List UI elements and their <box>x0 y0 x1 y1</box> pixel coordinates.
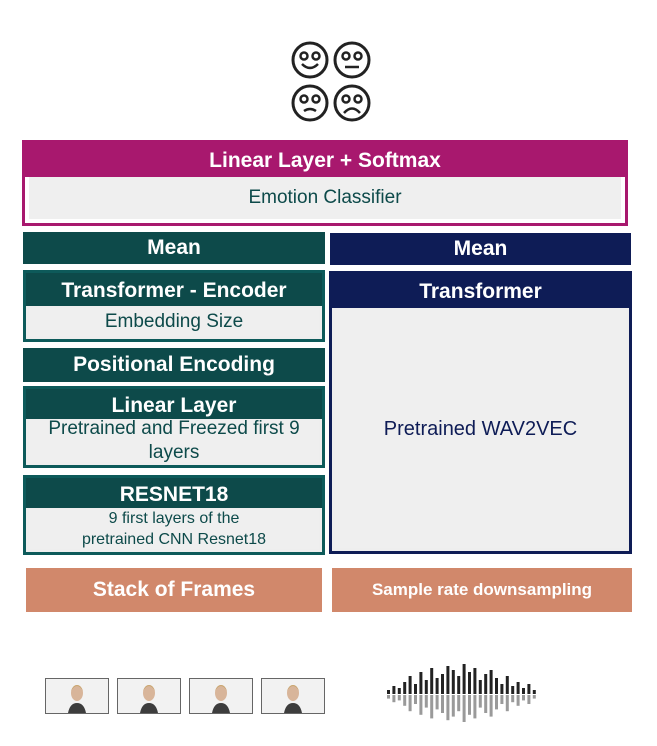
linear-layer-block: Linear Layer Pretrained and Freezed firs… <box>23 386 325 468</box>
classifier-body: Emotion Classifier <box>29 177 621 219</box>
positional-encoding-block: Positional Encoding <box>23 348 325 382</box>
waveform-reflection <box>387 695 390 699</box>
waveform-reflection <box>473 695 477 719</box>
waveform-bar <box>511 686 515 694</box>
audio-waveform-icon <box>387 664 536 722</box>
waveform-reflection <box>441 695 444 713</box>
waveform-reflection <box>408 695 412 712</box>
linear-layer-header: Linear Layer <box>26 389 322 419</box>
waveform-reflection <box>500 695 504 704</box>
audio-mean-block: Mean <box>330 233 631 265</box>
video-transformer-body: Embedding Size <box>29 308 319 336</box>
resnet-body: 9 first layers of the pretrained CNN Res… <box>29 509 319 549</box>
waveform-bar <box>446 666 450 694</box>
neutral-face-icon <box>333 41 371 79</box>
waveform-bar <box>489 670 493 694</box>
video-transformer-block: Transformer - Encoder Embedding Size <box>23 270 325 342</box>
audio-transformer-block: Transformer Pretrained WAV2VEC <box>329 271 632 554</box>
waveform-bar <box>500 684 504 694</box>
video-mean-block: Mean <box>23 232 325 264</box>
waveform-bar <box>457 676 461 694</box>
waveform-bar <box>392 686 396 694</box>
sad-face-icon <box>291 84 329 122</box>
resnet-block: RESNET18 9 first layers of the pretraine… <box>23 475 325 555</box>
waveform-reflection <box>462 695 466 722</box>
audio-transformer-header: Transformer <box>332 274 629 308</box>
waveform-reflection <box>516 695 520 706</box>
waveform-bar <box>387 690 390 694</box>
waveform-reflection <box>489 695 493 717</box>
sample-rate-bar: Sample rate downsampling <box>332 568 632 612</box>
waveform-reflection <box>392 695 396 703</box>
waveform-bar <box>435 678 439 694</box>
stack-of-frames-bar: Stack of Frames <box>26 568 322 612</box>
happy-face-icon <box>291 41 329 79</box>
waveform-bar <box>484 674 488 694</box>
waveform-bar <box>468 672 471 694</box>
waveform-bar <box>522 688 525 694</box>
emotion-classifier-block: Linear Layer + Softmax Emotion Classifie… <box>22 140 628 226</box>
waveform-reflection <box>484 695 488 713</box>
video-frame <box>261 678 325 714</box>
waveform-bar <box>462 664 466 694</box>
waveform-reflection <box>446 695 450 721</box>
waveform-reflection <box>414 695 417 704</box>
waveform-reflection <box>457 695 461 712</box>
waveform-bar <box>403 682 407 694</box>
waveform-bar <box>451 670 455 694</box>
waveform-reflection <box>522 695 525 701</box>
classifier-header: Linear Layer + Softmax <box>25 143 625 177</box>
waveform-reflection <box>397 695 401 701</box>
video-frame <box>117 678 181 714</box>
waveform-bar <box>473 668 477 694</box>
resnet-header: RESNET18 <box>26 478 322 508</box>
waveform-bar <box>532 690 536 694</box>
waveform-bar <box>441 674 444 694</box>
waveform-reflection <box>478 695 482 708</box>
waveform-bar <box>424 680 428 694</box>
video-frame <box>45 678 109 714</box>
waveform-bar <box>419 672 423 694</box>
waveform-bar <box>527 684 531 694</box>
waveform-reflection <box>511 695 515 703</box>
waveform-reflection <box>435 695 439 710</box>
waveform-reflection <box>495 695 498 710</box>
waveform-bar <box>516 682 520 694</box>
waveform-reflection <box>532 695 536 699</box>
waveform-reflection <box>424 695 428 708</box>
waveform-reflection <box>505 695 509 712</box>
waveform-bar <box>414 684 417 694</box>
waveform-bar <box>478 680 482 694</box>
audio-transformer-body: Pretrained WAV2VEC <box>335 310 626 548</box>
waveform-reflection <box>468 695 471 715</box>
waveform-reflection <box>403 695 407 706</box>
linear-layer-body: Pretrained and Freezed first 9 layers <box>29 418 319 463</box>
waveform-bar <box>408 676 412 694</box>
video-transformer-header: Transformer - Encoder <box>26 273 322 306</box>
waveform-reflection <box>430 695 434 719</box>
waveform-reflection <box>451 695 455 717</box>
waveform-bar <box>505 676 509 694</box>
waveform-reflection <box>419 695 423 715</box>
frowning-face-icon <box>333 84 371 122</box>
waveform-bar <box>495 678 498 694</box>
waveform-reflection <box>527 695 531 704</box>
video-frame <box>189 678 253 714</box>
waveform-bar <box>430 668 434 694</box>
waveform-bar <box>397 688 401 694</box>
